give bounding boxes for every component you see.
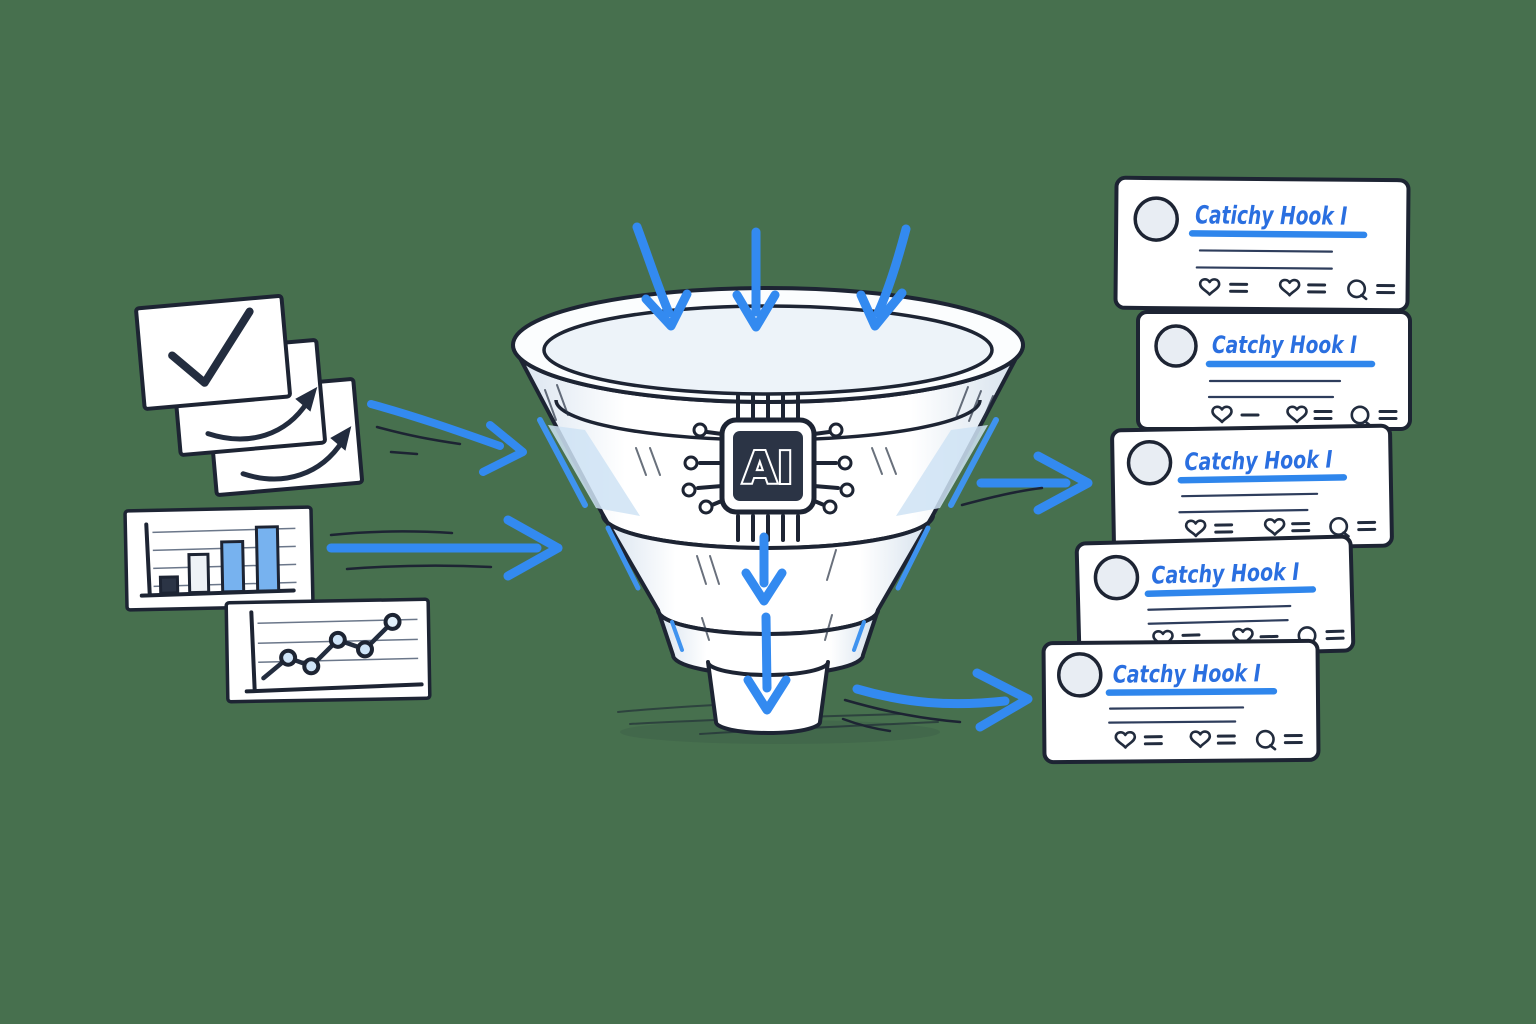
avatar [1126, 439, 1173, 486]
funnel-shine-marks [544, 384, 994, 641]
card-title: Catchy Hook I [1184, 446, 1333, 477]
inflow-arrow-left [632, 222, 692, 331]
funnel-flow-arrow-1 [741, 532, 787, 606]
inflow-arrows [632, 222, 911, 332]
body-lines [1195, 249, 1334, 270]
input-arrow-bottom [326, 515, 563, 581]
input-check-card [134, 293, 292, 411]
output-card-2: Catchy Hook I [1136, 310, 1412, 431]
line-chart-icon [244, 610, 424, 694]
avatar [1093, 554, 1140, 601]
body-lines [1207, 379, 1342, 399]
output-card-5: Catchy Hook I [1041, 638, 1321, 765]
outflow-arrow-bottom [841, 668, 1033, 733]
funnel-body: AI [511, 286, 1025, 744]
output-card-4: Catchy Hook I [1074, 534, 1356, 660]
card-title: Catchy Hook I [1212, 331, 1357, 359]
avatar [1133, 196, 1179, 242]
avatar [1057, 652, 1103, 698]
card-title: Catchy Hook I [1113, 659, 1261, 688]
input-line-chart-card [224, 597, 432, 704]
funnel-flow-arrow-2 [743, 612, 791, 715]
output-card-3: Catchy Hook I [1110, 423, 1394, 553]
funnel-flow-arrows [741, 532, 791, 715]
checkmark-icon [168, 307, 254, 387]
title-underline [1177, 474, 1348, 484]
title-underline [1144, 586, 1317, 598]
outflow-arrow-top [960, 451, 1093, 515]
ai-chip-icon: AI [681, 394, 855, 542]
title-underline [1105, 687, 1278, 696]
body-lines [1147, 604, 1292, 625]
inflow-arrow-middle [732, 227, 780, 332]
output-card-1: Catichy Hook I [1113, 175, 1411, 313]
swoosh-arrow-icon [205, 386, 318, 442]
inflow-arrow-right [856, 224, 911, 331]
chip-label: AI [743, 443, 793, 494]
body-lines [1178, 492, 1319, 514]
body-lines [1108, 706, 1245, 724]
input-arrow-top [367, 400, 527, 476]
swoosh-arrow-icon [240, 426, 352, 482]
card-title: Catchy Hook I [1151, 558, 1300, 590]
bar-chart-icon [139, 522, 297, 598]
funnel-accents [537, 417, 999, 652]
avatar [1154, 324, 1198, 368]
card-title: Catichy Hook I [1195, 200, 1347, 230]
input-bar-chart-card [123, 505, 315, 612]
title-underline [1188, 230, 1368, 239]
